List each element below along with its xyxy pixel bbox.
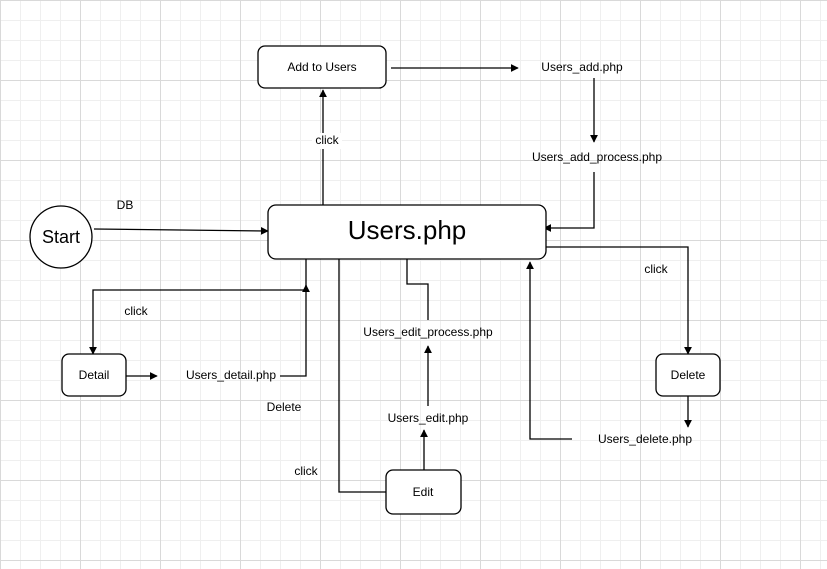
add-to-users-node[interactable]: Add to Users [257, 45, 387, 89]
edge-editprocess-to-users [403, 244, 429, 320]
users-php-node[interactable]: Users.php [267, 204, 547, 260]
edge-deletephp-to-users [526, 261, 572, 440]
add-to-users-label: Add to Users [287, 60, 356, 74]
detail-node[interactable]: Detail [61, 353, 127, 397]
label-users-add-process-php: Users_add_process.php [532, 150, 662, 164]
edge-detailphp-to-users [280, 284, 310, 377]
label-click-edit: click [294, 464, 318, 478]
edge-users-to-edit [338, 259, 386, 493]
label-users-edit-process-php: Users_edit_process.php [363, 325, 493, 339]
label-delete-text: Delete [267, 400, 302, 414]
delete-node[interactable]: Delete [655, 353, 721, 397]
edge-start-to-users [93, 226, 269, 235]
start-node[interactable]: Start [29, 205, 93, 269]
edit-node[interactable]: Edit [385, 469, 462, 515]
edge-users-to-delete [544, 246, 692, 355]
start-node-label: Start [42, 227, 80, 247]
label-users-edit-php: Users_edit.php [388, 411, 469, 425]
label-db: DB [117, 198, 134, 212]
label-click-detail: click [124, 304, 148, 318]
label-users-detail-php: Users_detail.php [186, 368, 276, 382]
label-click-add: click [315, 133, 339, 147]
label-users-add-php: Users_add.php [541, 60, 623, 74]
edge-process-to-users [543, 172, 595, 232]
edit-node-label: Edit [413, 485, 434, 499]
users-php-label: Users.php [348, 215, 467, 245]
edge-users-to-detail [89, 259, 307, 355]
label-users-delete-php: Users_delete.php [598, 432, 692, 446]
detail-node-label: Detail [79, 368, 110, 382]
label-click-delete: click [644, 262, 668, 276]
delete-node-label: Delete [671, 368, 706, 382]
